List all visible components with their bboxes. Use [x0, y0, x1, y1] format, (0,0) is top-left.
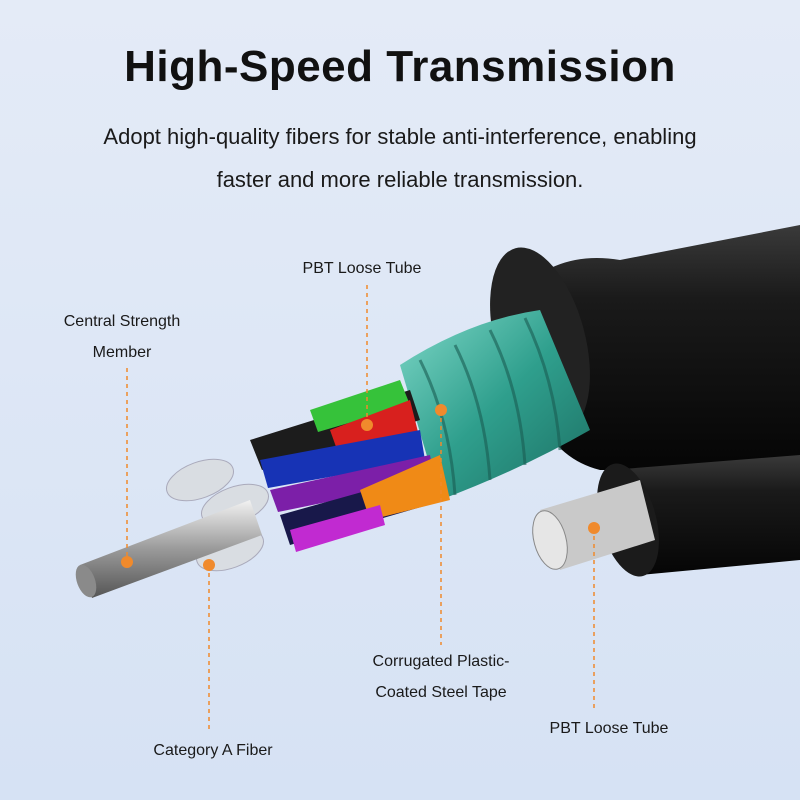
loose-tubes	[250, 380, 450, 552]
label-steel-tape: Corrugated Plastic- Coated Steel Tape	[373, 646, 510, 708]
label-pbt-loose-tube-top: PBT Loose Tube	[302, 260, 422, 277]
subtitle-line-1: Adopt high-quality fibers for stable ant…	[103, 124, 697, 149]
label-pbt-loose-tube-bottom: PBT Loose Tube	[549, 720, 669, 737]
outer-jacket	[520, 225, 800, 470]
label-line: Member	[92, 344, 152, 361]
callout-dots	[121, 404, 600, 571]
label-central-strength-member: Central Strength Member	[64, 306, 181, 368]
callout-lines	[126, 285, 595, 732]
page-title: High-Speed Transmission	[124, 42, 676, 91]
subtitle-line-2: faster and more reliable transmission.	[216, 167, 584, 192]
label-line: Corrugated Plastic-	[372, 653, 510, 670]
central-strength-member	[80, 500, 262, 598]
label-line: Coated Steel Tape	[375, 684, 507, 701]
label-line: Central Strength	[63, 313, 181, 330]
label-category-a-fiber: Category A Fiber	[153, 742, 273, 759]
